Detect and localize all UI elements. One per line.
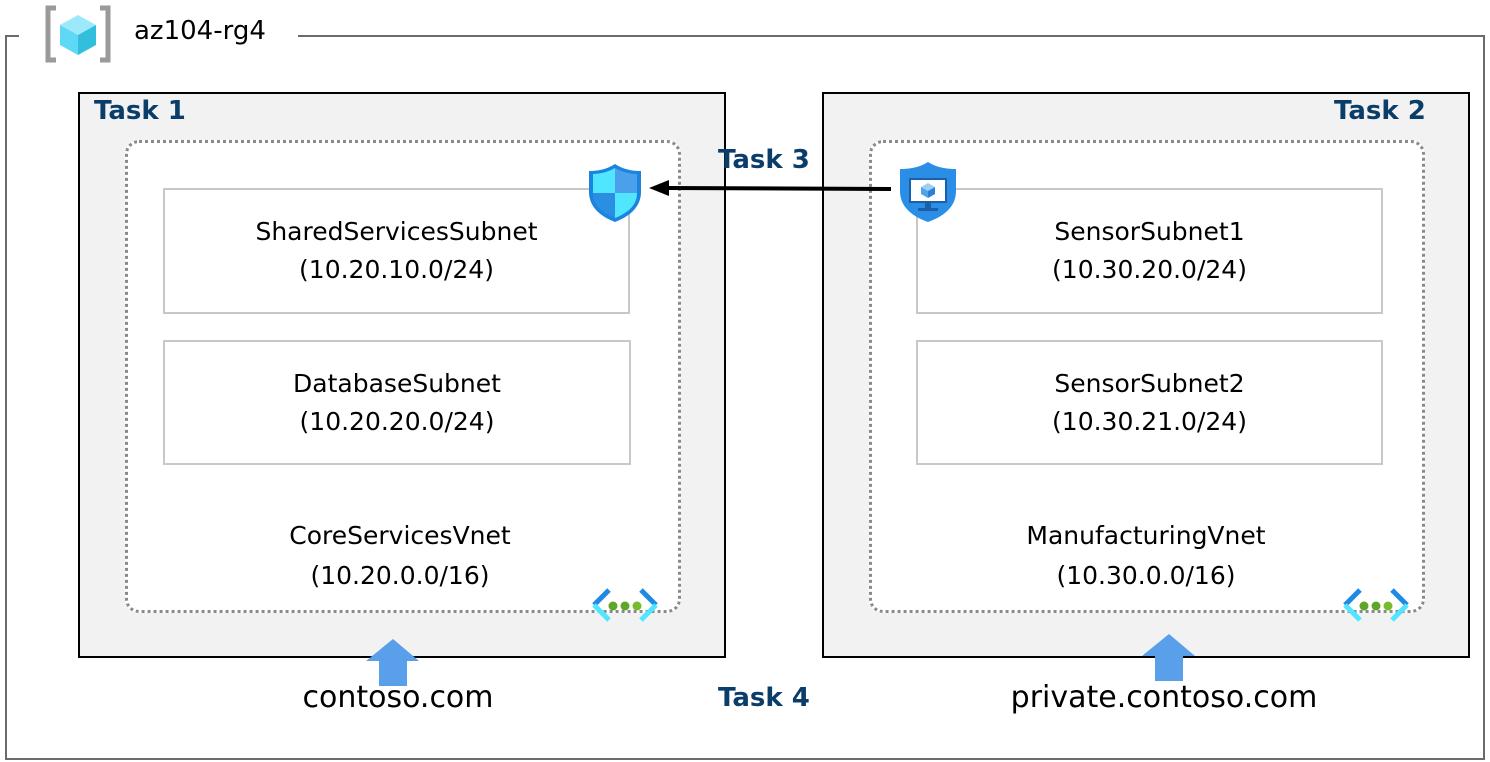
vnet-name: CoreServicesVnet [289,521,511,550]
subnet-shared-services: SharedServicesSubnet (10.20.10.0/24) [163,188,630,314]
resource-group-name: az104-rg4 [134,16,266,46]
dns-zone-public: contoso.com [302,680,494,715]
subnet-cidr: (10.30.20.0/24) [1052,255,1247,284]
vnet-label-manufacturing: ManufacturingVnet (10.30.0.0/16) [946,516,1346,596]
vnet-label-core: CoreServicesVnet (10.20.0.0/16) [200,516,600,596]
rg-border-top-right [298,35,1485,37]
subnet-sensor1: SensorSubnet1 (10.30.20.0/24) [916,188,1383,314]
rg-border-top-left [5,35,19,37]
task2-label: Task 2 [1334,96,1426,126]
arrow-up-icon [366,639,419,686]
subnet-name: DatabaseSubnet [293,368,501,398]
network-security-group-icon [589,164,641,222]
service-endpoint-icon [900,162,956,222]
virtual-network-icon [1343,588,1409,622]
subnet-cidr: (10.30.21.0/24) [1052,406,1247,436]
subnet-name: SharedServicesSubnet [255,217,538,246]
dns-zone-private: private.contoso.com [1010,680,1318,715]
vnet-cidr: (10.20.0.0/16) [310,561,490,590]
subnet-sensor2: SensorSubnet2 (10.30.21.0/24) [916,340,1383,465]
vnet-cidr: (10.30.0.0/16) [1056,561,1236,590]
subnet-cidr: (10.20.20.0/24) [299,406,495,436]
subnet-name: SensorSubnet1 [1054,217,1245,246]
rg-border-right [1483,35,1485,760]
virtual-network-icon [592,588,658,622]
rg-border-left [5,35,7,760]
vnet-name: ManufacturingVnet [1026,521,1266,550]
task4-label: Task 4 [718,683,810,713]
subnet-database: DatabaseSubnet (10.20.20.0/24) [163,340,631,465]
subnet-name: SensorSubnet2 [1054,368,1245,398]
task3-label: Task 3 [718,145,810,175]
rg-border-bottom [5,758,1485,760]
resource-group-icon [45,5,111,63]
arrow-left-icon [649,180,892,196]
subnet-cidr: (10.20.10.0/24) [299,255,494,284]
task1-label: Task 1 [94,96,186,126]
arrow-up-icon [1142,634,1195,681]
